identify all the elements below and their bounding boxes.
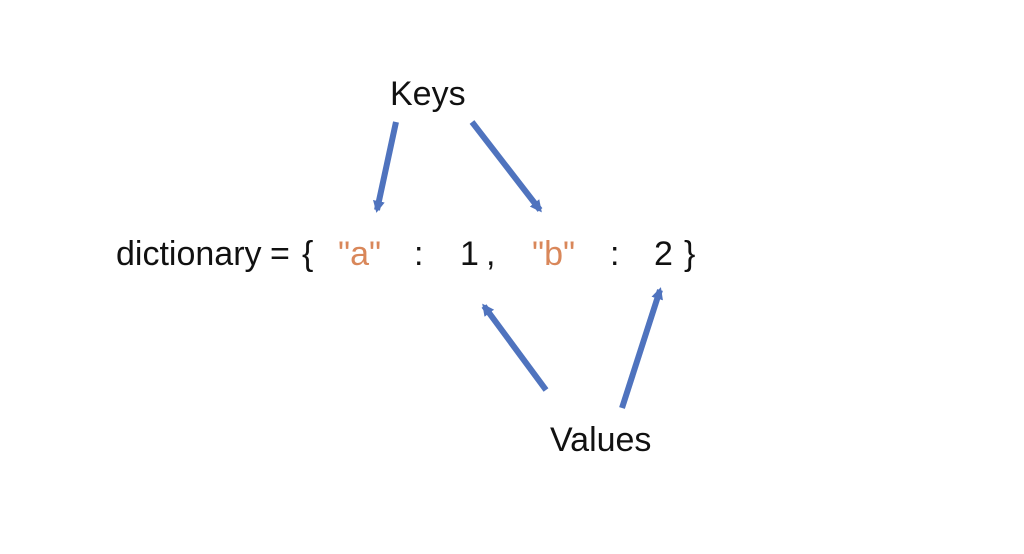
close-brace: }: [684, 235, 696, 273]
dictionary-variable: dictionary: [116, 235, 262, 273]
keys-label: Keys: [390, 75, 466, 113]
arrow-values-to-2: [619, 287, 663, 409]
open-brace: {: [302, 235, 314, 273]
arrow-keys-to-a: [373, 121, 399, 213]
colon-1: :: [414, 235, 424, 273]
value-2: 2: [654, 235, 673, 273]
arrow-values-to-1: [481, 303, 549, 392]
key-b: "b": [532, 235, 576, 273]
arrow-keys-to-b: [469, 120, 543, 213]
assign-operator: =: [270, 235, 290, 273]
value-1: 1: [460, 235, 479, 273]
values-label: Values: [550, 421, 652, 459]
colon-2: :: [610, 235, 620, 273]
key-a: "a": [338, 235, 382, 273]
comma: ,: [486, 235, 496, 273]
